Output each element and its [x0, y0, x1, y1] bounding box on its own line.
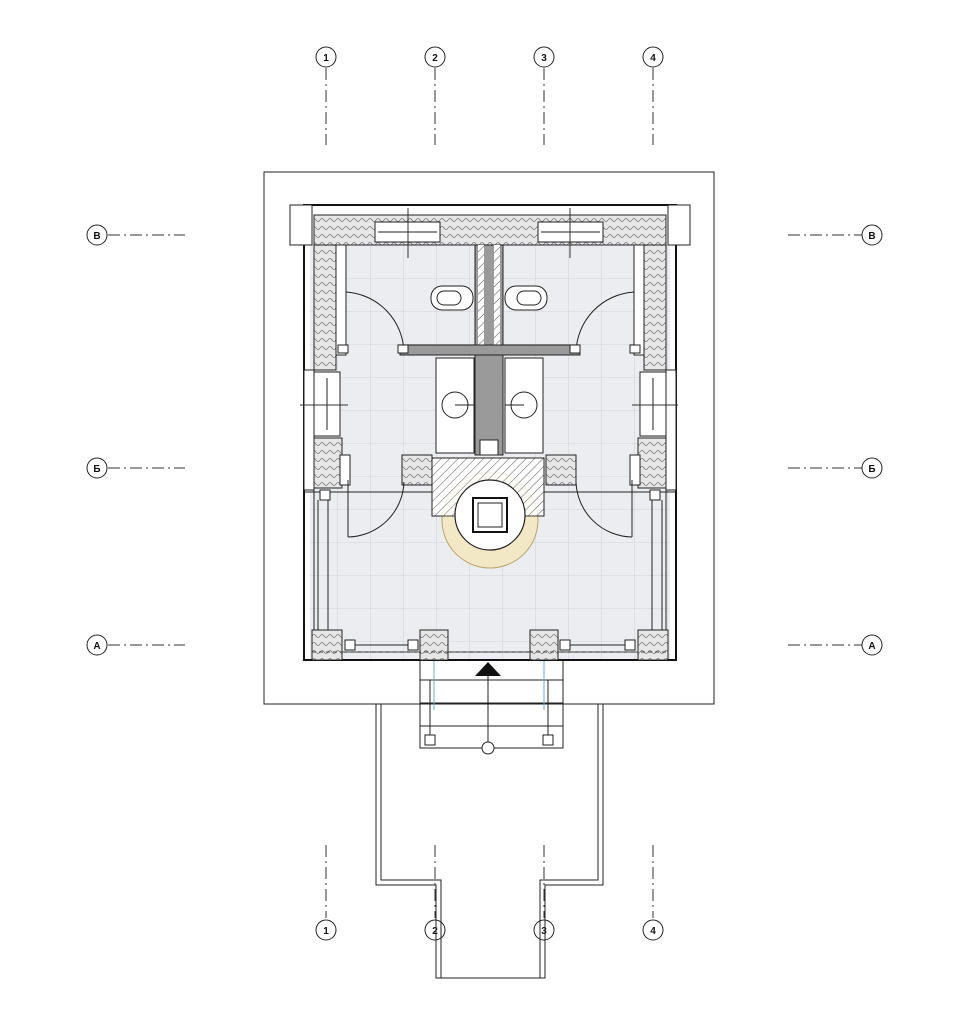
toilet-icon [504, 285, 548, 311]
axis-label: А [93, 641, 100, 652]
building [289, 204, 691, 661]
axis-label: 3 [541, 53, 547, 64]
axis-marker-v-right: В [788, 224, 883, 246]
column-icon [472, 497, 508, 533]
site-boundary [263, 171, 715, 705]
axis-markers-top: 1 2 3 4 [315, 46, 664, 145]
axis-label: 1 [323, 53, 329, 64]
axis-markers-right: В Б А [788, 224, 883, 656]
toilet-icon [430, 285, 474, 311]
axis-marker-2-top: 2 [424, 46, 446, 145]
axis-marker-3-top: 3 [533, 46, 555, 145]
axis-marker-a-left: А [86, 634, 185, 656]
axis-marker-b-right: Б [788, 457, 883, 479]
stall-door-right [569, 291, 641, 354]
axis-markers-left: В Б А [86, 224, 185, 656]
axis-label: 2 [432, 53, 438, 64]
axis-marker-4-bottom: 4 [642, 845, 664, 941]
axis-marker-1-top: 1 [315, 46, 337, 145]
sink-icon [435, 357, 475, 454]
axis-label: 4 [650, 926, 656, 937]
axis-marker-a-right: А [788, 634, 883, 656]
axis-markers-bottom: 1 2 3 4 [315, 845, 664, 941]
axis-label: 1 [323, 926, 329, 937]
axis-label: 3 [541, 926, 547, 937]
walkway [375, 704, 604, 979]
axis-label: А [868, 641, 875, 652]
axis-label: В [93, 231, 100, 242]
stall-door-left [337, 291, 409, 354]
axis-marker-2-bottom: 2 [424, 845, 446, 941]
axis-marker-3-bottom: 3 [533, 845, 555, 941]
axis-marker-4-top: 4 [642, 46, 664, 145]
axis-marker-v-left: В [86, 224, 185, 246]
sink-icon [504, 357, 544, 454]
entrance-arrow-icon [475, 662, 501, 676]
vestibule-door-right [545, 454, 641, 538]
axis-marker-1-bottom: 1 [315, 845, 337, 941]
axis-label: Б [868, 464, 875, 475]
axis-label: Б [93, 464, 100, 475]
axis-label: 4 [650, 53, 656, 64]
axis-marker-b-left: Б [86, 457, 185, 479]
axis-label: В [868, 231, 875, 242]
axis-label: 2 [432, 926, 438, 937]
